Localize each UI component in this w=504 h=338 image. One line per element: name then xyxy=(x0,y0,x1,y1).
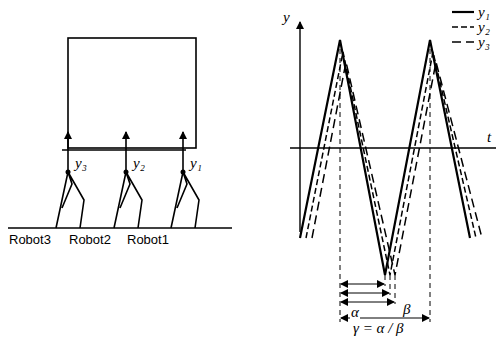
connecting-bar xyxy=(62,149,186,151)
signal-name: y₃ xyxy=(74,156,88,171)
signal-name: y₁ xyxy=(189,156,203,171)
guide-lines xyxy=(340,40,430,322)
axis-label: y xyxy=(282,10,291,25)
robot-legs xyxy=(56,172,199,228)
load-box xyxy=(68,38,196,148)
force-arrows xyxy=(68,132,183,172)
axis-label: t xyxy=(486,130,492,145)
robot-name: Robot3 xyxy=(8,233,52,246)
wave-y2 xyxy=(306,52,476,275)
robot-name: Robot2 xyxy=(68,233,112,246)
robot-name: Robot1 xyxy=(126,233,170,246)
t-axis xyxy=(290,147,496,148)
signal-name: y₂ xyxy=(132,156,146,171)
legend-text: y₁ xyxy=(477,5,491,20)
dimension-label: β xyxy=(402,302,411,317)
legend-samples xyxy=(452,12,474,42)
wave-y3 xyxy=(312,62,482,275)
wave-y1 xyxy=(300,40,470,275)
y-axis xyxy=(299,22,300,232)
ground-line xyxy=(8,227,232,229)
legend-text: y₂ xyxy=(477,20,491,35)
legend-text: y₃ xyxy=(477,35,491,50)
dimension-label: α xyxy=(350,305,360,320)
formula: γ = α / β xyxy=(352,321,405,336)
